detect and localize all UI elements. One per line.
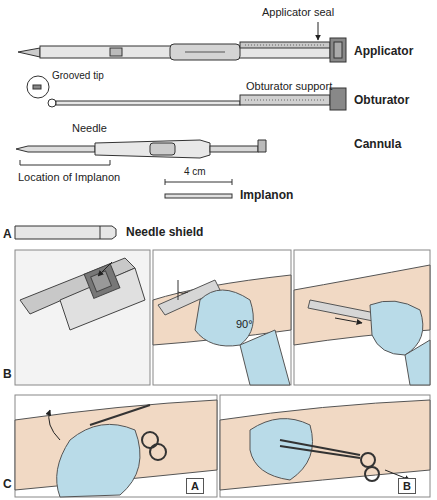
- cannula-drawing: [16, 140, 266, 165]
- step-letter: A: [186, 478, 204, 494]
- part-name: Applicator: [354, 45, 413, 58]
- part-name: Implanon: [240, 189, 293, 202]
- dimension-label: 4 cm: [184, 166, 206, 177]
- panel-b-photos: [15, 250, 430, 385]
- scale-bar: [165, 179, 232, 198]
- part-label: Applicator seal: [262, 6, 334, 18]
- step-letter: B: [398, 478, 416, 494]
- panel-c1: [15, 400, 217, 497]
- part-label: Needle: [72, 122, 107, 134]
- part-label: Obturator support: [246, 80, 332, 92]
- part-name: Needle shield: [126, 226, 203, 239]
- part-name: Obturator: [354, 94, 409, 107]
- panel-c2: [220, 400, 430, 490]
- panel-b1: [20, 258, 145, 330]
- obturator-drawing: [27, 76, 346, 110]
- panel-b3: [294, 265, 430, 385]
- angle-label: 90°: [236, 318, 253, 330]
- part-name: Cannula: [354, 138, 401, 151]
- panel-letter: B: [3, 368, 12, 381]
- panel-c-photos: [15, 395, 430, 497]
- part-label: Grooved tip: [52, 70, 104, 81]
- panel-letter: A: [3, 228, 12, 241]
- panel-letter: C: [3, 478, 12, 491]
- part-label: Location of Implanon: [18, 171, 120, 183]
- applicator-drawing: [18, 22, 346, 62]
- needle-shield-drawing: [15, 226, 116, 239]
- panel-b2: [153, 275, 291, 385]
